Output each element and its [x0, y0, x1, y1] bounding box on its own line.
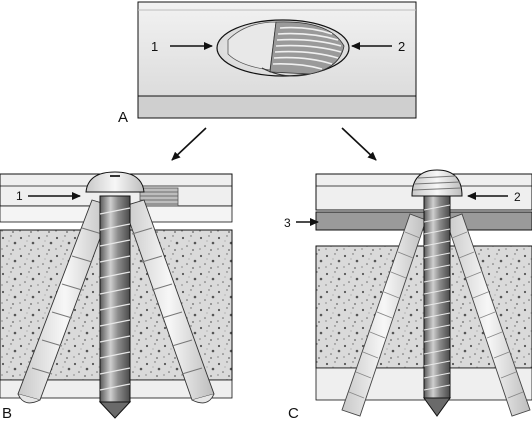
panel-c: 2 3 C	[284, 169, 532, 422]
label-3-c: 3	[284, 216, 291, 230]
label-2-c: 2	[514, 190, 521, 204]
arrow-to-c	[341, 127, 377, 161]
plate-edge-band	[137, 95, 417, 119]
label-1-b: 1	[16, 189, 23, 203]
central-screw-b	[85, 171, 145, 419]
screw-head-b	[85, 171, 145, 193]
panel-letter-c: C	[288, 405, 299, 422]
threaded-portion	[272, 26, 342, 70]
angled-screw-right-c	[445, 213, 531, 417]
arrow-to-b	[171, 127, 207, 161]
panel-a: 1 2 A	[118, 1, 417, 126]
label-2-a: 2	[398, 39, 405, 54]
label-1-a: 1	[151, 39, 158, 54]
angled-screw-left-c	[341, 213, 427, 417]
panel-b: 1 B	[0, 171, 233, 422]
locking-screw-c	[411, 169, 463, 417]
angled-screw-left-b	[17, 199, 113, 404]
angled-screw-right-b	[123, 199, 215, 404]
panel-letter-a: A	[118, 109, 128, 126]
combi-hole	[216, 19, 350, 77]
panel-letter-b: B	[2, 405, 12, 422]
